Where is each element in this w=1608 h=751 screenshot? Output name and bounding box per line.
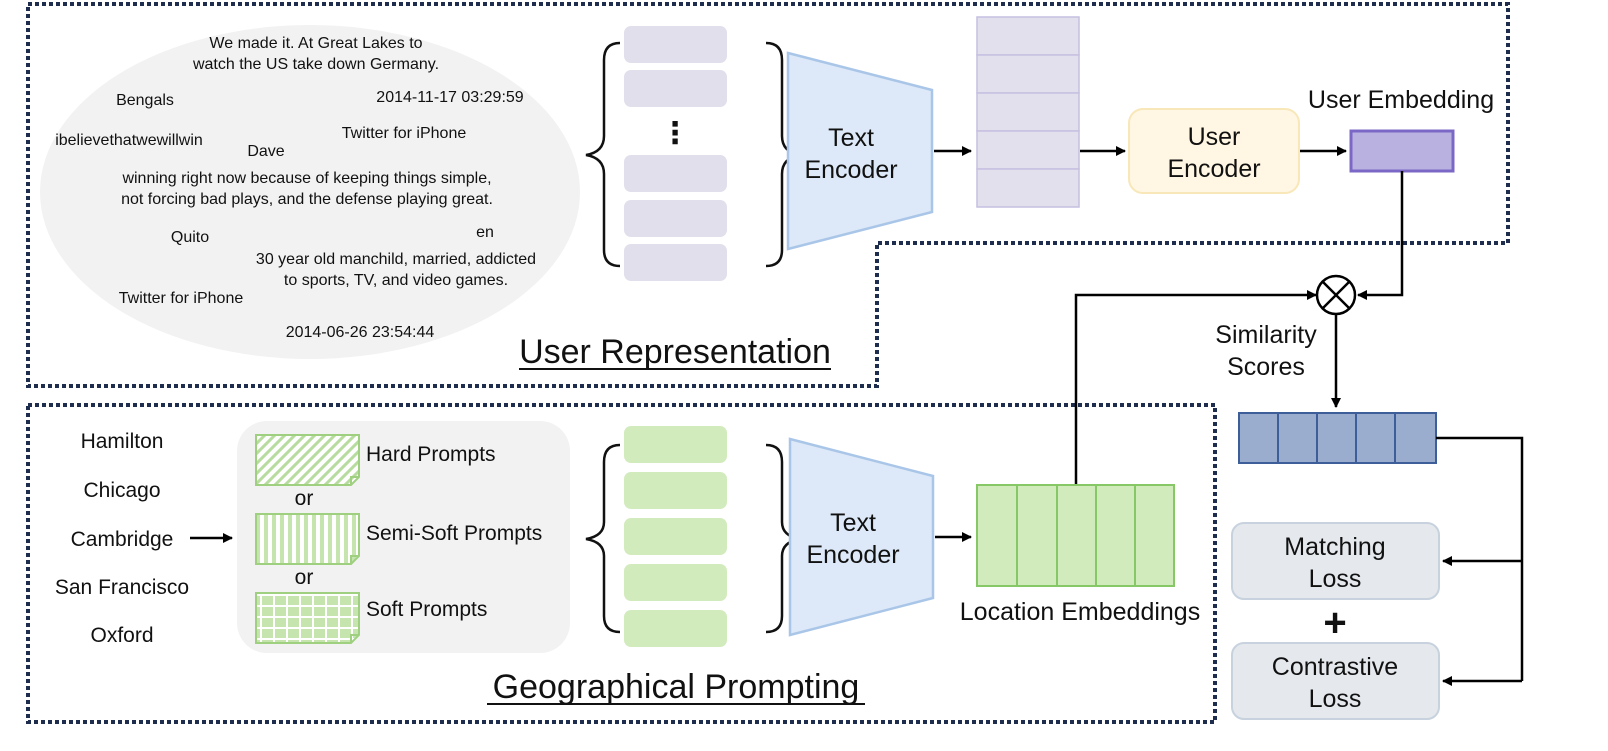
multiply-cross — [1322, 281, 1350, 309]
similarity-score-cell — [1394, 412, 1437, 464]
display-name: Dave — [247, 143, 284, 160]
tweet-embedding — [976, 92, 1080, 132]
similarity-label-line1: Similarity — [1215, 321, 1317, 349]
semi-soft-prompt-icon — [255, 513, 360, 565]
geo-token — [624, 610, 727, 647]
or-label-1: or — [295, 487, 314, 510]
tweet-embedding — [976, 54, 1080, 94]
matching-loss-box — [1231, 522, 1440, 600]
similarity-score-cell — [1355, 412, 1396, 464]
contrastive-loss-box — [1231, 642, 1440, 720]
plus-sign: + — [1323, 601, 1346, 645]
tweet-embedding — [976, 130, 1080, 170]
language: en — [476, 224, 494, 241]
user-profile-texts: We made it. At Great Lakes to watch the … — [55, 35, 536, 341]
location-item: Cambridge — [71, 528, 174, 551]
geo-token — [624, 564, 727, 601]
location-embedding — [1134, 484, 1175, 587]
geo-token — [624, 518, 727, 555]
location-item: San Francisco — [55, 576, 189, 599]
matching-loss-label-line2: Loss — [1309, 565, 1362, 593]
user-token — [624, 200, 727, 237]
source-1: Twitter for iPhone — [342, 125, 467, 142]
similarity-score-cell — [1277, 412, 1318, 464]
geo-text-encoder — [788, 437, 935, 637]
location-embedding — [976, 484, 1018, 587]
location-item: Chicago — [83, 479, 160, 502]
tweet-embedding-stack — [976, 16, 1080, 208]
hard-prompt-icon — [255, 434, 360, 486]
soft-prompt-icon — [255, 592, 360, 644]
user-location-2: Quito — [171, 229, 209, 246]
location-embedding — [1056, 484, 1097, 587]
user-encoder-label-line2: Encoder — [1167, 155, 1260, 183]
geographical-prompting-border — [26, 403, 1217, 724]
contrastive-loss-label-line1: Contrastive — [1272, 653, 1398, 681]
location-embedding — [1016, 484, 1058, 587]
user-token — [624, 70, 727, 107]
user-location-1: Bengals — [116, 92, 174, 109]
hard-prompts-label: Hard Prompts — [366, 443, 496, 466]
soft-prompts-label: Soft Prompts — [366, 598, 487, 621]
timestamp-2: 2014-06-26 23:54:44 — [286, 324, 435, 341]
location-list: Hamilton Chicago Cambridge San Francisco… — [55, 430, 189, 647]
tweet2-text-line1: winning right now because of keeping thi… — [121, 170, 491, 187]
username: ibelievethatwewillwin — [55, 132, 203, 149]
geo-token-stack — [624, 426, 727, 647]
location-embedding — [1095, 484, 1136, 587]
similarity-scores-bar — [1238, 412, 1437, 464]
matching-loss-label-line1: Matching — [1284, 533, 1385, 561]
user-representation-title: User Representation — [519, 333, 831, 371]
geo-text-encoder-label-line2: Encoder — [806, 541, 899, 569]
user-text-encoder-label-line2: Encoder — [804, 156, 897, 184]
geo-text-encoder-label-line1: Text — [830, 509, 876, 537]
geographical-prompting-title: Geographical Prompting — [493, 668, 860, 706]
user-token — [624, 244, 727, 281]
tweet-text-line1: We made it. At Great Lakes to — [209, 35, 422, 52]
geo-token — [624, 472, 727, 509]
user-token — [624, 26, 727, 63]
similarity-score-cell — [1238, 412, 1279, 464]
user-embedding — [1349, 129, 1455, 173]
scores-to-losses-line — [1436, 436, 1524, 681]
user-profile-ellipse — [40, 25, 580, 359]
location-embeddings-to-product-line — [1074, 290, 1317, 485]
token-ellipsis: ⋮ — [660, 117, 690, 150]
tweet-embedding — [976, 168, 1080, 208]
location-embeddings-stack — [976, 484, 1175, 587]
user-text-encoder — [786, 51, 934, 251]
similarity-score-cell — [1316, 412, 1357, 464]
or-label-2: or — [295, 566, 314, 589]
multiply-operator — [1315, 274, 1357, 316]
location-item: Oxford — [90, 624, 153, 647]
user-embedding-label: User Embedding — [1308, 86, 1494, 114]
contrastive-loss-label-line2: Loss — [1309, 685, 1362, 713]
user-token-stack — [624, 26, 727, 281]
user-text-encoder-label-line1: Text — [828, 124, 874, 152]
tweet-embedding — [976, 16, 1080, 56]
location-embeddings-label: Location Embeddings — [960, 598, 1200, 626]
similarity-label-line2: Scores — [1227, 353, 1305, 381]
bio-line2: to sports, TV, and video games. — [284, 272, 508, 289]
source-2: Twitter for iPhone — [119, 290, 244, 307]
user-encoder-label-line1: User — [1188, 123, 1241, 151]
user-encoder — [1128, 108, 1300, 194]
user-representation-border — [26, 2, 1510, 388]
bio-line1: 30 year old manchild, married, addicted — [256, 251, 536, 268]
tweet2-text-line2: not forcing bad plays, and the defense p… — [121, 191, 493, 208]
user-token — [624, 155, 727, 192]
timestamp-1: 2014-11-17 03:29:59 — [376, 89, 523, 106]
tweet-text-line2: watch the US take down Germany. — [192, 56, 439, 73]
user-embedding-to-product-line — [1357, 171, 1404, 300]
location-item: Hamilton — [81, 430, 164, 453]
geo-token — [624, 426, 727, 463]
semi-soft-prompts-label: Semi-Soft Prompts — [366, 522, 542, 545]
